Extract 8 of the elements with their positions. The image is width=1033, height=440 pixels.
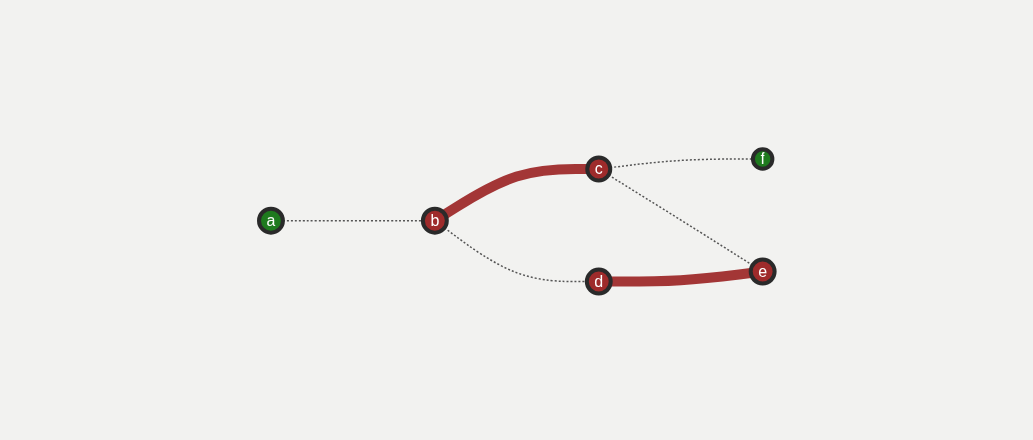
connector	[442, 163, 587, 219]
node-circle: c	[584, 155, 612, 183]
connector	[610, 267, 752, 287]
node-circle: e	[748, 257, 777, 286]
node-circle: b	[420, 206, 449, 235]
node-circle: d	[584, 267, 613, 296]
node-circle: a	[256, 206, 285, 235]
node-circle: f	[750, 147, 775, 171]
